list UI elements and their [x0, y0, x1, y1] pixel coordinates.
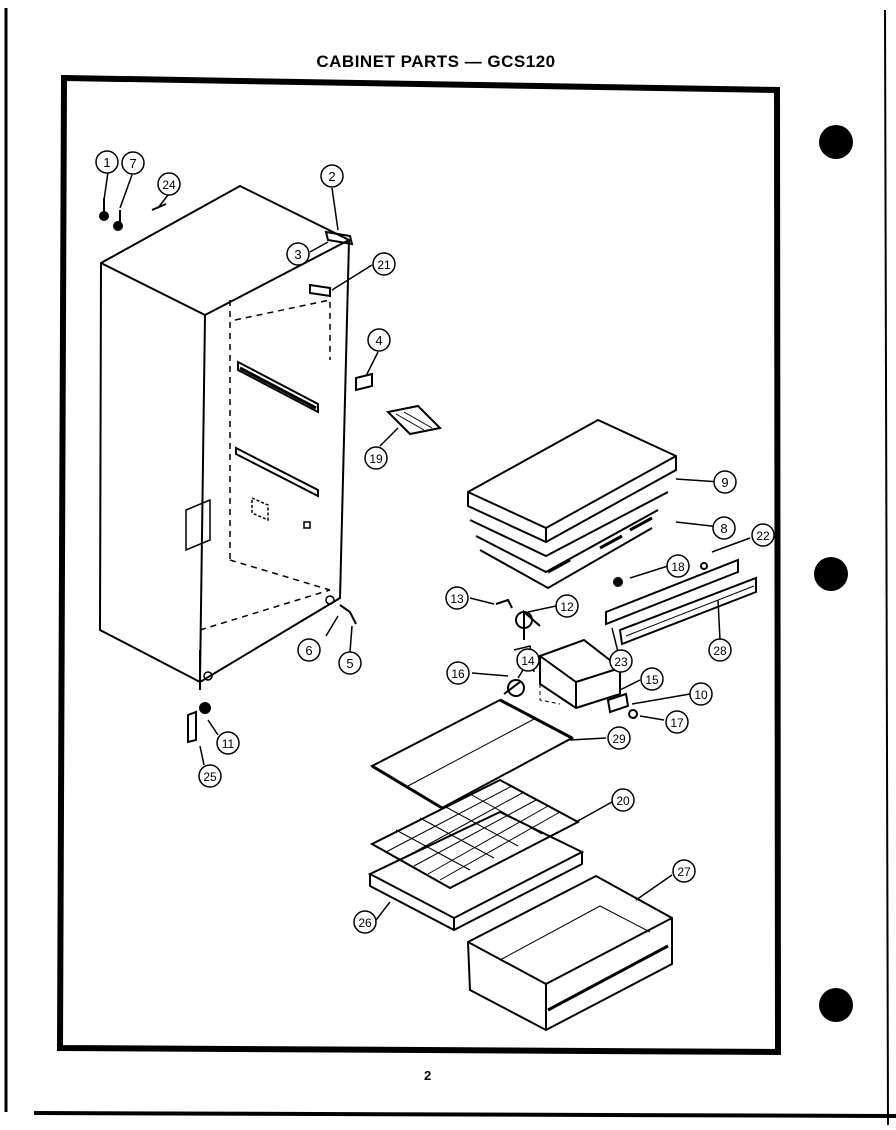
svg-text:15: 15	[645, 673, 659, 687]
svg-text:22: 22	[756, 529, 770, 543]
binder-hole-middle	[814, 557, 848, 591]
svg-text:26: 26	[358, 916, 372, 930]
callout-12: 12	[555, 594, 579, 618]
svg-text:7: 7	[129, 156, 136, 171]
callout-21: 21	[372, 252, 396, 276]
callout-20: 20	[611, 788, 635, 812]
svg-text:2: 2	[328, 169, 335, 184]
callout-27: 27	[672, 859, 696, 883]
svg-text:27: 27	[677, 865, 691, 879]
callout-4: 4	[367, 328, 391, 352]
leader-lines	[103, 171, 751, 921]
callouts: 1 7 24 2 3 21 4 19 6 5 11 25 9 8 22 18 1…	[95, 150, 775, 934]
callout-28: 28	[708, 638, 732, 662]
callout-17: 17	[665, 710, 689, 734]
callout-19: 19	[364, 446, 388, 470]
callout-5: 5	[338, 651, 362, 675]
svg-text:28: 28	[713, 644, 727, 658]
callout-2: 2	[320, 164, 344, 188]
svg-text:3: 3	[294, 247, 301, 262]
callout-8: 8	[712, 516, 736, 540]
svg-text:29: 29	[612, 732, 626, 746]
crisper-drawer	[466, 874, 673, 1032]
svg-text:19: 19	[369, 452, 383, 466]
svg-text:4: 4	[375, 333, 382, 348]
svg-text:21: 21	[377, 258, 391, 272]
shelves	[367, 698, 585, 932]
svg-text:20: 20	[616, 794, 630, 808]
callout-29: 29	[607, 726, 631, 750]
callout-22: 22	[751, 523, 775, 547]
svg-text:8: 8	[720, 521, 727, 536]
callout-14: 14	[516, 648, 540, 672]
callout-25: 25	[198, 764, 222, 788]
svg-text:13: 13	[450, 592, 464, 606]
callout-11: 11	[216, 731, 240, 755]
svg-text:23: 23	[614, 655, 628, 669]
svg-text:6: 6	[305, 643, 312, 658]
scan-right-edge	[884, 9, 889, 1126]
callout-1: 1	[95, 150, 119, 174]
callout-13: 13	[445, 586, 469, 610]
svg-text:14: 14	[521, 654, 535, 668]
diagram-title: CABINET PARTS — GCS120	[316, 52, 556, 71]
callout-23: 23	[609, 649, 633, 673]
callout-26: 26	[353, 910, 377, 934]
svg-text:12: 12	[560, 600, 574, 614]
binder-hole-top	[819, 125, 853, 159]
svg-text:24: 24	[162, 178, 176, 192]
callout-7: 7	[121, 151, 145, 175]
callout-10: 10	[689, 682, 713, 706]
svg-text:11: 11	[222, 737, 235, 751]
svg-text:5: 5	[346, 656, 353, 671]
scan-bottom-edge	[33, 1111, 896, 1118]
shelf-rails	[605, 558, 757, 646]
callout-18: 18	[666, 554, 690, 578]
svg-text:25: 25	[203, 770, 217, 784]
freezer-door-assembly	[467, 418, 677, 590]
callout-24: 24	[157, 172, 181, 196]
svg-text:9: 9	[721, 475, 728, 490]
svg-text:10: 10	[694, 688, 708, 702]
diagram-frame	[56, 74, 782, 1056]
page-number: 2	[424, 1068, 432, 1083]
callout-9: 9	[713, 470, 737, 494]
svg-text:18: 18	[671, 560, 685, 574]
binder-hole-bottom	[819, 988, 853, 1022]
callout-15: 15	[640, 667, 664, 691]
callout-16: 16	[446, 661, 470, 685]
svg-text:16: 16	[451, 667, 465, 681]
svg-text:17: 17	[670, 716, 684, 730]
callout-6: 6	[297, 638, 321, 662]
callout-3: 3	[286, 242, 310, 266]
svg-text:1: 1	[103, 155, 110, 170]
refrigerator-cabinet	[98, 184, 443, 744]
